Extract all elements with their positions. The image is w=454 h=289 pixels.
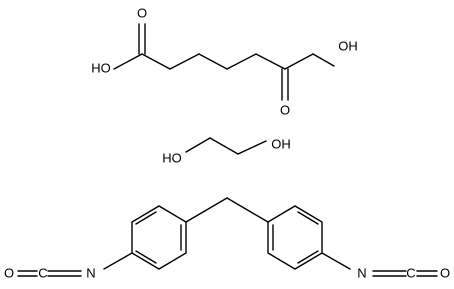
bond [312, 53, 335, 67]
bond [198, 53, 228, 70]
oxygen-label: O [137, 5, 147, 20]
methylene-diphenyl-diisocyanate: N C O N C O [4, 197, 450, 280]
bond [255, 53, 286, 70]
benzene-ring [267, 205, 323, 270]
bond [226, 197, 269, 223]
bond [169, 53, 200, 70]
carbon-label: C [38, 265, 47, 280]
double-bond [135, 211, 157, 225]
bond [103, 252, 133, 270]
adipic-acid: O HO O OH [91, 5, 358, 117]
bond [209, 137, 239, 155]
double-bond [297, 250, 319, 264]
bond [226, 53, 257, 70]
hydroxyl-label: OH [338, 38, 358, 53]
oxygen-label: O [440, 265, 450, 280]
bond [185, 197, 228, 223]
hydroxyl-label: HO [162, 150, 182, 165]
bond [113, 53, 143, 70]
bond [185, 137, 211, 153]
bond [141, 53, 171, 70]
double-bond [135, 250, 157, 264]
ethylene-glycol: HO OH [162, 136, 291, 165]
nitrogen-label: N [86, 265, 95, 280]
hydroxyl-label: OH [271, 136, 291, 151]
nitrogen-label: N [357, 265, 366, 280]
carbon-label: C [406, 265, 415, 280]
hydroxyl-label: HO [91, 60, 111, 75]
benzene-ring [131, 205, 187, 270]
oxygen-label: O [280, 102, 290, 117]
double-bond [297, 211, 319, 225]
bond [284, 53, 314, 70]
bond [321, 252, 351, 270]
oxygen-label: O [4, 265, 14, 280]
bond [237, 140, 267, 155]
